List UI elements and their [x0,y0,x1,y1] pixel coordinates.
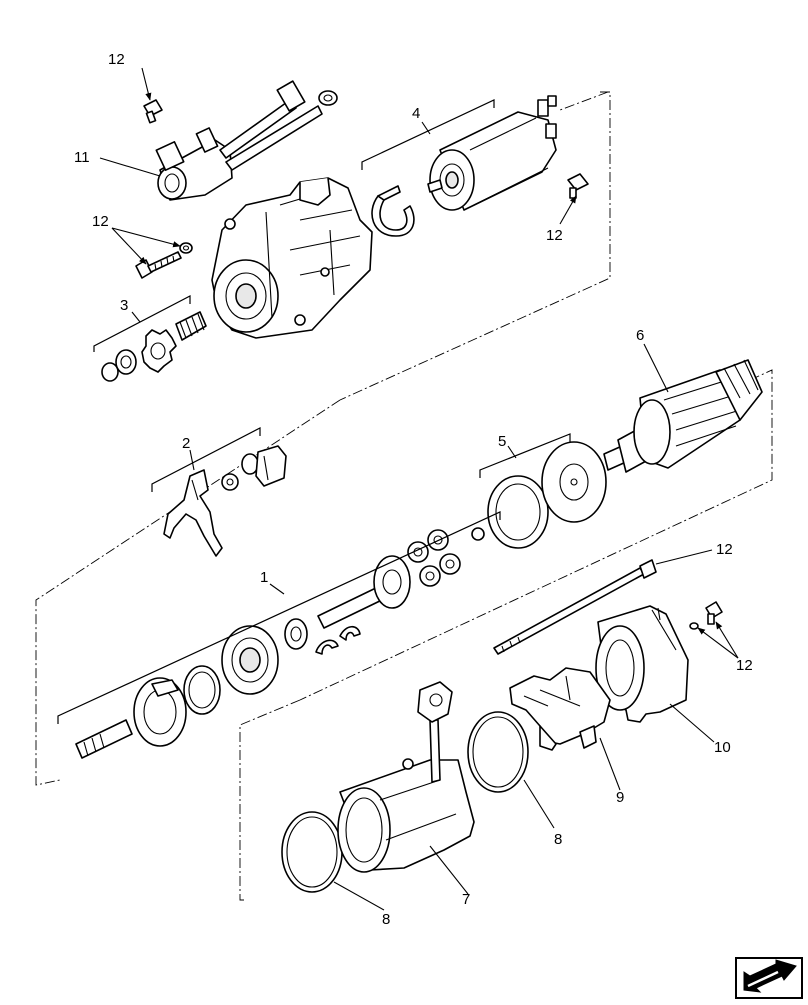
retaining-ring-upper[interactable] [371,185,415,237]
callout-9: 9 [616,789,624,806]
part-11-solenoid-switch[interactable] [155,80,338,201]
part-10-commutator-end-frame[interactable] [595,605,689,723]
part-6-armature[interactable] [603,359,763,473]
part-5-internal-gear[interactable] [487,441,607,549]
callout-2: 2 [182,435,190,452]
callout-12-rod: 12 [716,541,733,558]
part-2-shift-lever[interactable] [163,445,287,557]
callout-11: 11 [74,149,90,166]
callout-10: 10 [714,739,731,756]
part-12-washer-left[interactable] [179,242,193,254]
callout-6: 6 [636,327,644,344]
part-12-through-bolt[interactable] [493,559,657,655]
part-3-pinion-assembly[interactable] [101,311,207,382]
callout-labels: 12 11 12 3 4 12 6 2 5 1 12 12 10 9 8 8 7 [74,51,753,928]
callout-7: 7 [462,891,470,908]
part-12-screw-right[interactable] [689,601,723,630]
leader-lines [99,67,739,911]
part-8-o-ring-right[interactable] [467,711,529,793]
callout-12-right-top: 12 [546,227,563,244]
part-4-solenoid[interactable] [427,95,557,211]
callout-8-right: 8 [554,831,562,848]
callout-12-left: 12 [92,213,109,230]
part-9-brush-holder[interactable] [509,667,611,751]
next-page-arrow-icon[interactable] [735,957,803,999]
part-8-o-ring-left[interactable] [281,811,343,893]
callout-1: 1 [260,569,268,586]
part-12-bolt-left[interactable] [135,251,182,279]
callout-12-right: 12 [736,657,753,674]
starter-drive-housing[interactable] [211,177,373,339]
part-1-drive-shaft-assembly[interactable] [75,527,485,759]
part-12-screw-right-top[interactable] [567,173,589,199]
callout-12-top: 12 [108,51,125,68]
callout-8-left: 8 [382,911,390,928]
part-7-field-frame[interactable] [337,681,475,873]
callout-3: 3 [120,297,128,314]
callout-5: 5 [498,433,506,450]
part-12-screw-top[interactable] [143,99,163,124]
callout-4: 4 [412,105,420,122]
